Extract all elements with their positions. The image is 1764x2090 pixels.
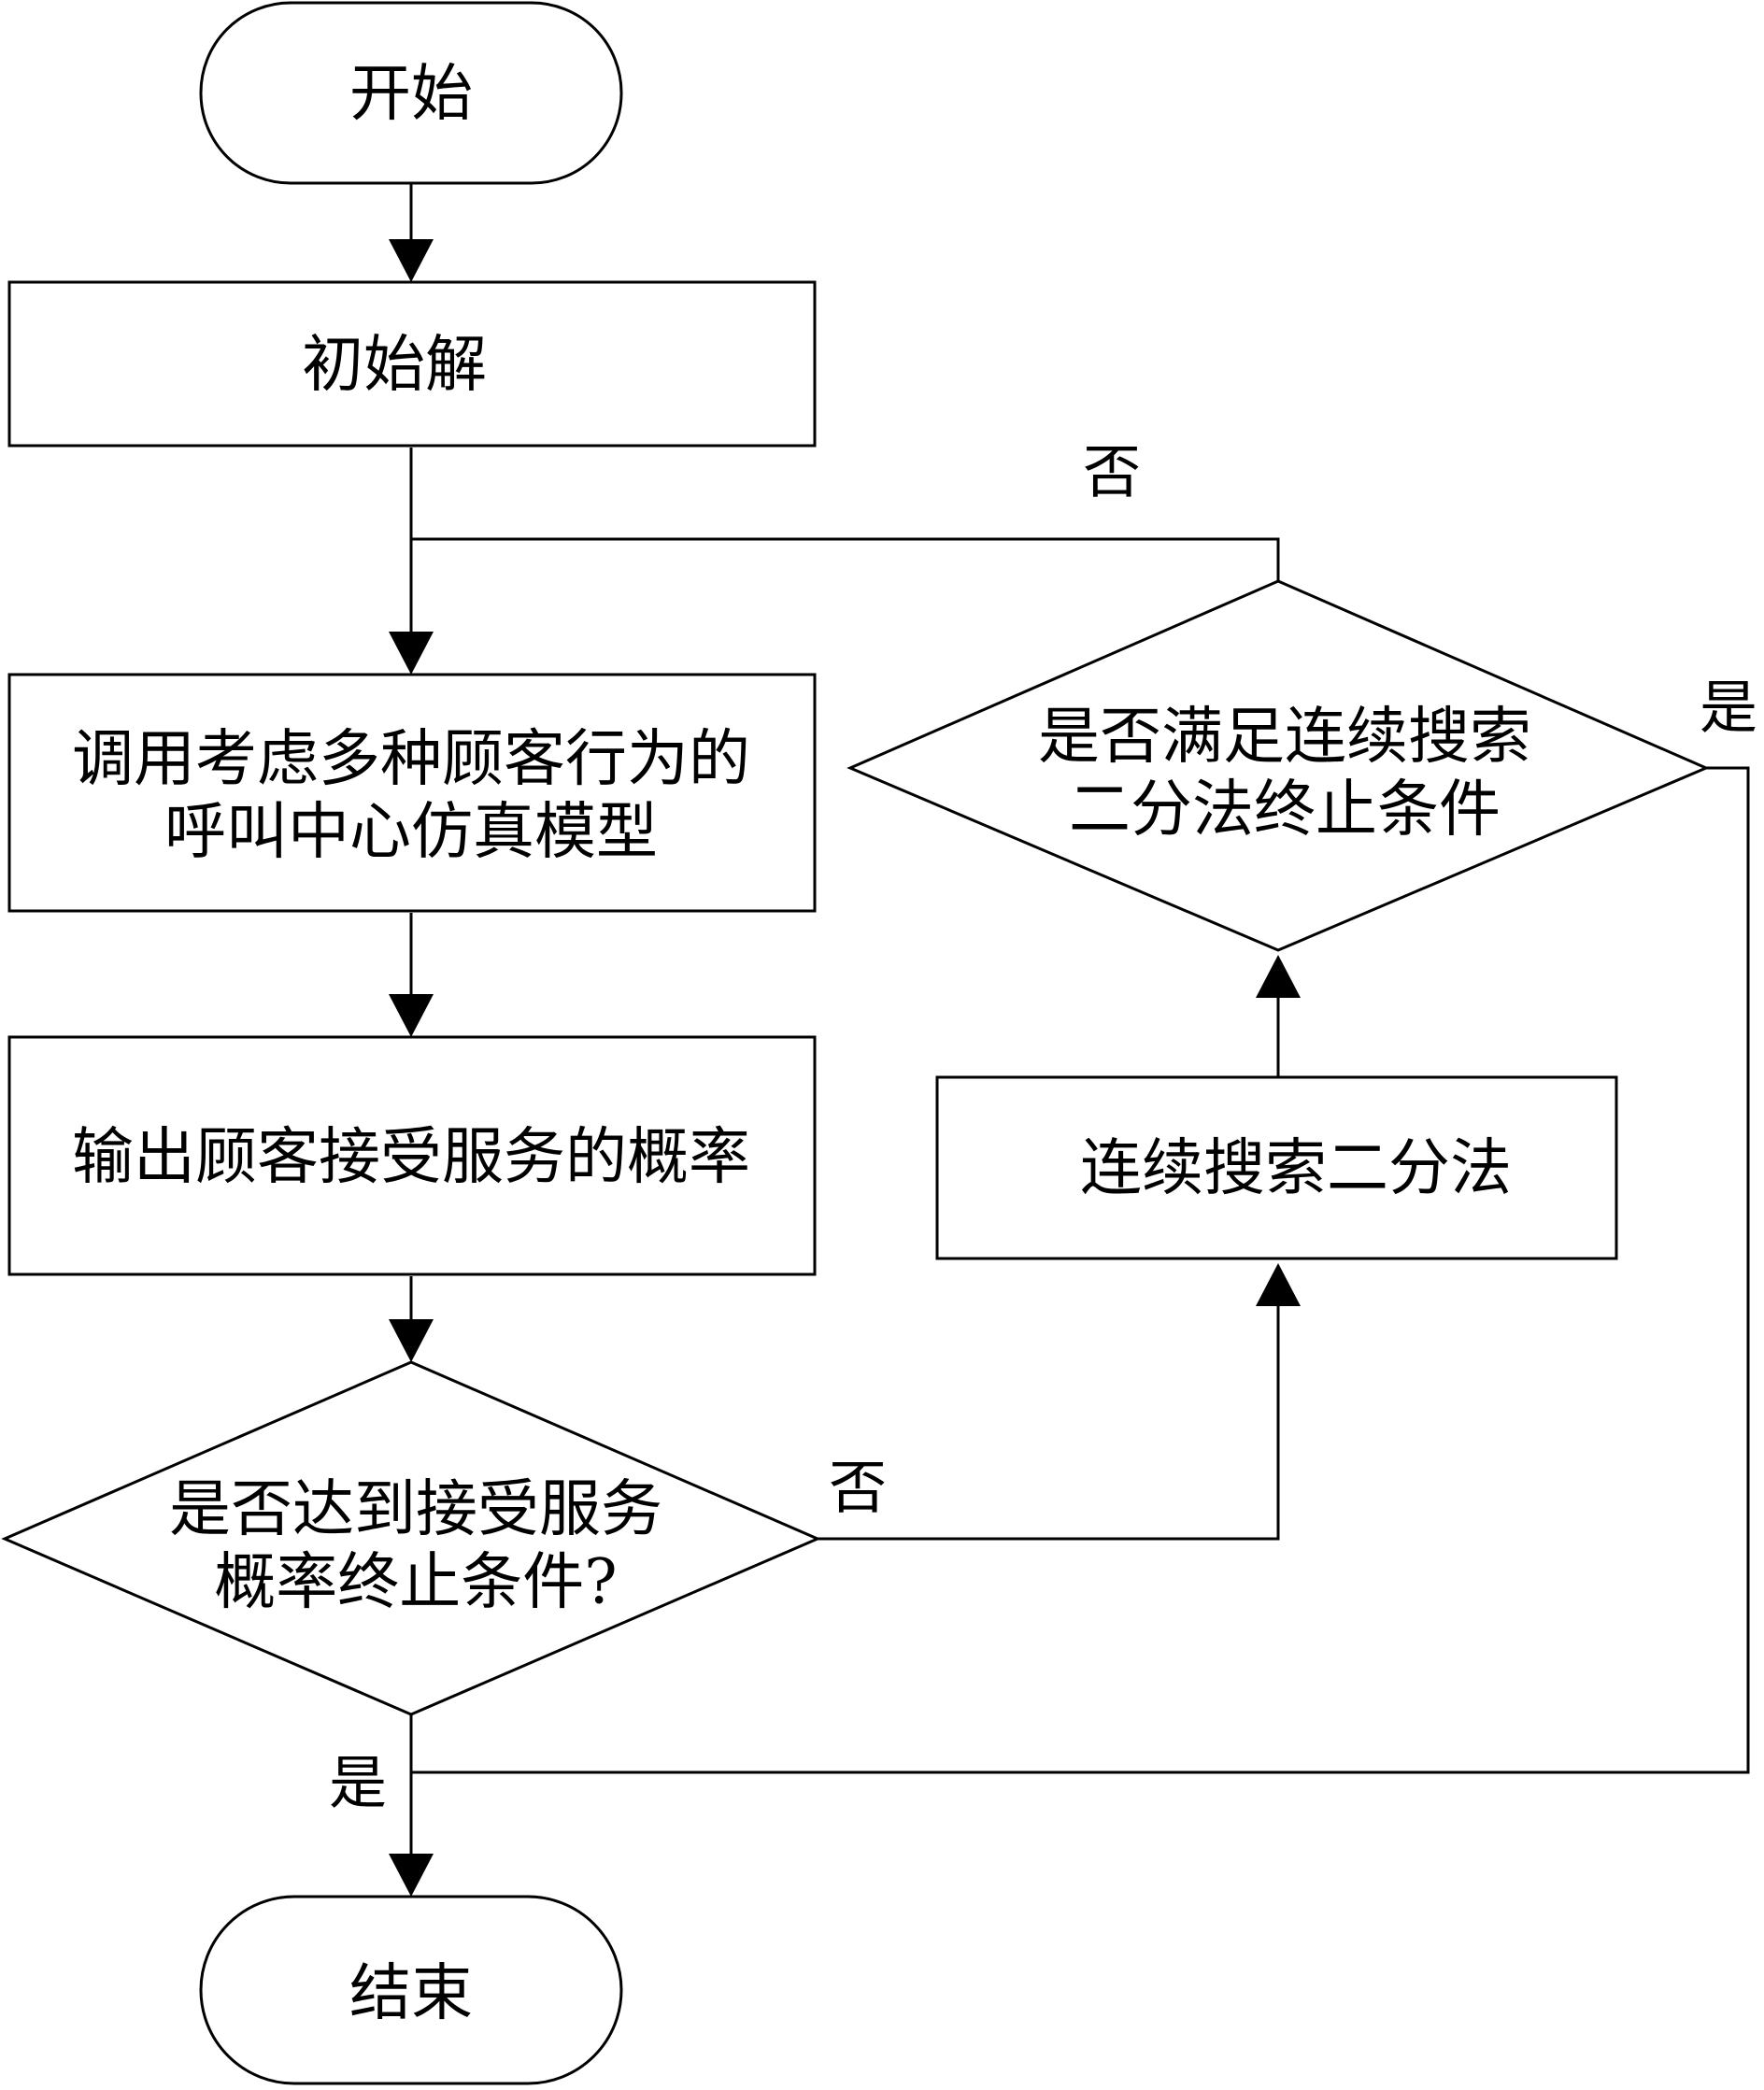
end-terminal-shape (199, 1895, 623, 2085)
decision1-label-line1: 是否达到接受服务 (169, 1473, 662, 1545)
arrowhead-end (389, 1854, 434, 1897)
output-label: 输出顾客接受服务的概率 (72, 1121, 750, 1193)
node-simulation: 调用考虑多种顾客行为的 呼叫中心仿真模型 (7, 673, 817, 913)
end-label: 结束 (349, 1957, 473, 2029)
node-bisection: 连续搜索二分法 (935, 1075, 1618, 1260)
start-terminal-shape (199, 1, 623, 185)
node-end: 结束 (199, 1895, 623, 2085)
node-output: 输出顾客接受服务的概率 (7, 1035, 817, 1276)
decision2-label-line1: 是否满足连续搜索 (1038, 701, 1531, 773)
init-process-box (7, 280, 817, 448)
simulation-process-box (7, 673, 817, 913)
connectors (409, 183, 1750, 1859)
edge-labels: 否 是 否 是 (329, 438, 1757, 1817)
arrowhead-init (389, 239, 434, 282)
edge-decision2-no-loop (411, 537, 1280, 581)
output-process-box (7, 1035, 817, 1276)
simulation-label-line2: 呼叫中心仿真模型 (164, 796, 658, 868)
decision1-no-label: 否 (829, 1454, 887, 1522)
node-start: 开始 (199, 1, 623, 185)
decision2-label-line2: 二分法终止条件 (1069, 774, 1501, 846)
edge-decision2-yes (411, 766, 1750, 1774)
decision1-yes-label: 是 (329, 1749, 387, 1817)
arrowhead-output (389, 994, 434, 1037)
decision1-diamond (1, 1360, 821, 1716)
init-label: 初始解 (302, 329, 487, 401)
arrowhead-decision2 (1256, 955, 1301, 998)
decision2-no-label: 否 (1083, 438, 1141, 506)
decision2-diamond (846, 579, 1710, 952)
arrowhead-sim (389, 632, 434, 675)
simulation-label-line1: 调用考虑多种顾客行为的 (72, 723, 750, 795)
start-label: 开始 (349, 58, 473, 130)
bisection-label: 连续搜索二分法 (1080, 1132, 1512, 1204)
decision2-yes-label: 是 (1700, 674, 1757, 742)
node-decision2: 是否满足连续搜索 二分法终止条件 (846, 579, 1710, 952)
edge-decision1-no (818, 1301, 1280, 1541)
node-init: 初始解 (7, 280, 817, 448)
bisection-process-box (935, 1075, 1618, 1260)
decision1-label-line2: 概率终止条件? (214, 1546, 617, 1618)
arrowheads (389, 239, 1301, 1897)
node-decision1: 是否达到接受服务 概率终止条件? (1, 1360, 821, 1716)
arrowhead-decision1 (389, 1319, 434, 1362)
arrowhead-bisection (1256, 1263, 1301, 1306)
